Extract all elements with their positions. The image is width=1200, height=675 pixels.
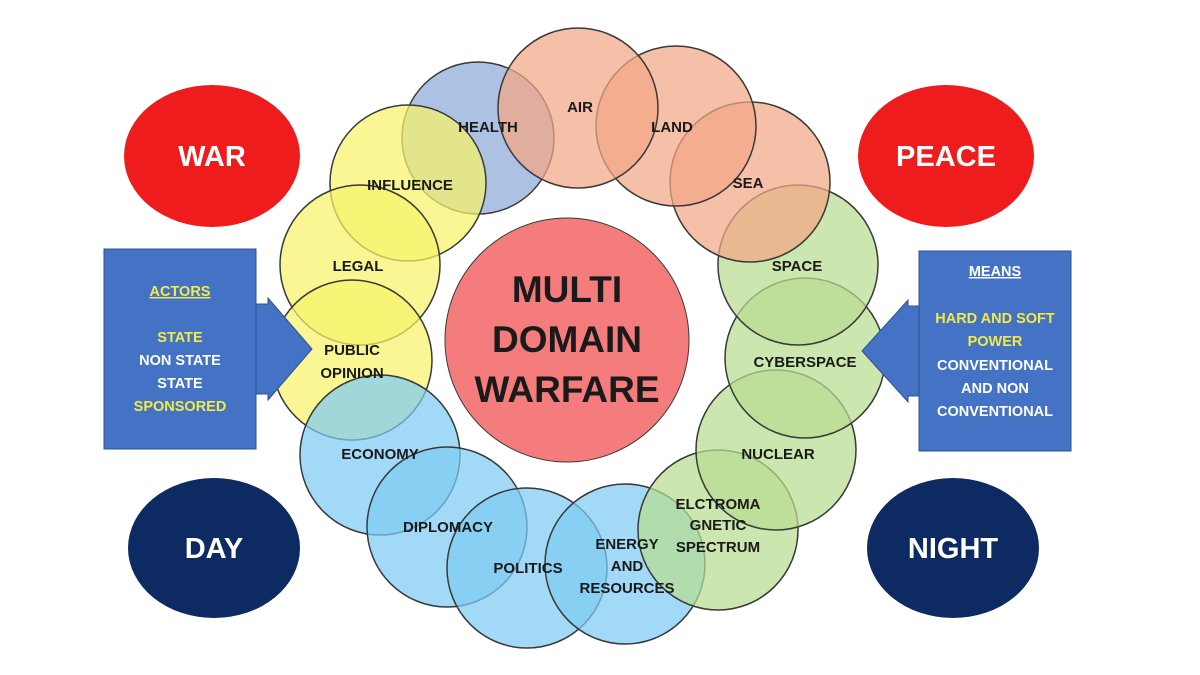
day-ellipse — [128, 478, 300, 618]
means-arrow — [861, 298, 920, 404]
actors-line-3: STATE — [157, 376, 203, 392]
domain-label-economy: ECONOMY — [341, 446, 419, 463]
means-line-1: HARD AND SOFT — [935, 311, 1055, 327]
center-line-2: DOMAIN — [492, 319, 642, 360]
domain-label-land: LAND — [651, 119, 693, 136]
actors-rect — [103, 248, 257, 450]
domain-label-energy-2: AND — [611, 558, 644, 575]
center-line-1: MULTI — [512, 269, 622, 310]
domain-label-legal: LEGAL — [333, 258, 384, 275]
domain-label-public-opinion-2: OPINION — [320, 365, 383, 382]
domain-label-energy-1: ENERGY — [595, 536, 658, 553]
domain-label-sea: SEA — [733, 175, 764, 192]
domain-label-cyberspace: CYBERSPACE — [753, 354, 856, 371]
means-line-5: CONVENTIONAL — [937, 404, 1053, 420]
center-circle — [444, 217, 690, 463]
means-rect — [918, 250, 1072, 452]
domain-label-politics: POLITICS — [493, 560, 562, 577]
actors-line-4: SPONSORED — [134, 399, 227, 415]
actors-line-1: STATE — [157, 330, 203, 346]
domain-label-public-opinion-1: PUBLIC — [324, 342, 380, 359]
peace-ellipse — [858, 85, 1034, 227]
war-ellipse — [124, 85, 300, 227]
means-box: MEANS HARD AND SOFT POWER CONVENTIONAL A… — [861, 250, 1072, 452]
means-line-2: POWER — [968, 334, 1023, 350]
domain-label-diplomacy: DIPLOMACY — [403, 519, 493, 536]
night-ellipse — [867, 478, 1039, 618]
domain-labels: HEALTH AIR LAND SEA SPACE CYBERSPACE NUC… — [320, 99, 856, 597]
domain-label-health: HEALTH — [458, 119, 518, 136]
war-label: WAR — [178, 141, 246, 173]
domain-label-influence: INFLUENCE — [367, 177, 453, 194]
actors-arrow — [255, 296, 313, 402]
day-label: DAY — [185, 533, 244, 565]
actors-box: ACTORS STATE NON STATE STATE SPONSORED — [103, 248, 313, 450]
domain-label-space: SPACE — [772, 258, 823, 275]
domain-label-air: AIR — [567, 99, 593, 116]
domain-label-nuclear: NUCLEAR — [741, 446, 814, 463]
means-heading: MEANS — [969, 264, 1022, 280]
domain-label-electromagnetic-1: ELCTROMA — [676, 496, 761, 513]
domain-label-electromagnetic-2: GNETIC — [690, 517, 747, 534]
means-line-4: AND NON — [961, 381, 1029, 397]
night-label: NIGHT — [908, 533, 999, 565]
actors-line-2: NON STATE — [139, 353, 221, 369]
domain-label-electromagnetic-3: SPECTRUM — [676, 539, 760, 556]
domain-circles — [271, 27, 886, 649]
means-line-3: CONVENTIONAL — [937, 358, 1053, 374]
domain-label-energy-3: RESOURCES — [579, 580, 674, 597]
domain-circle-air — [497, 27, 659, 189]
actors-heading: ACTORS — [150, 284, 211, 300]
peace-label: PEACE — [896, 141, 996, 173]
center-line-3: WARFARE — [475, 369, 660, 410]
